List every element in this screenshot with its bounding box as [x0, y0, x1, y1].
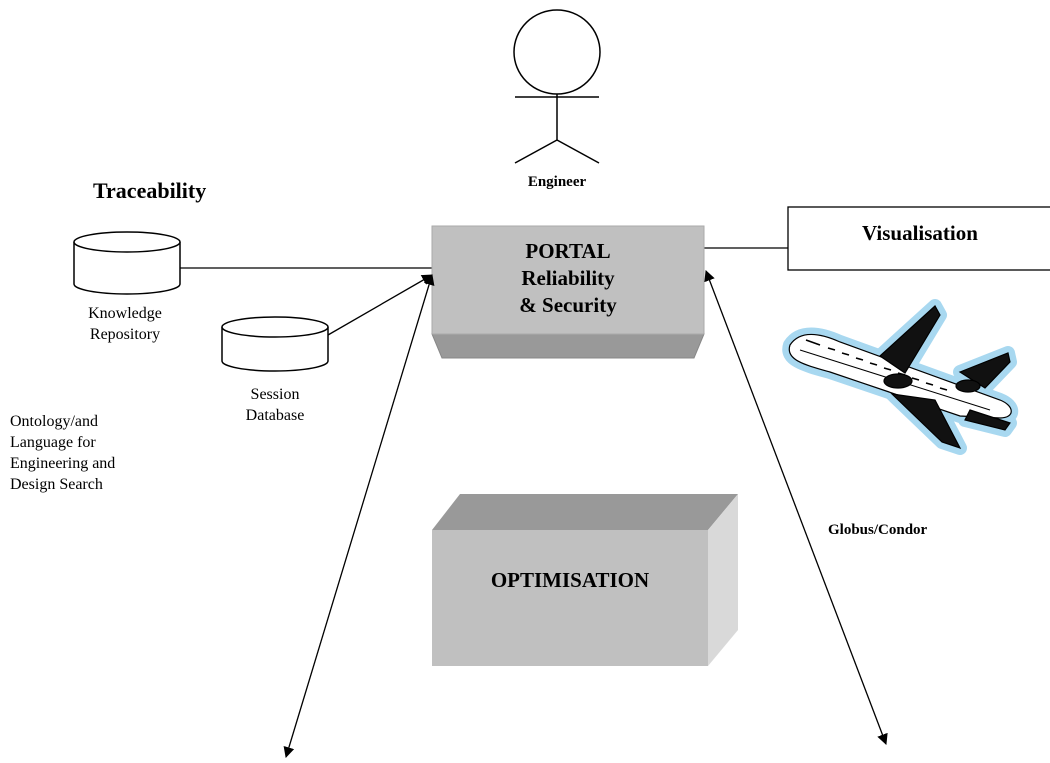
engineer-stick-figure-icon	[513, 9, 601, 164]
traceability-heading: Traceability	[93, 178, 207, 203]
portal-subtitle-reliability: Reliability	[521, 266, 615, 290]
globus-condor-link-arrow	[704, 269, 888, 746]
portal-subtitle-security: & Security	[519, 293, 617, 317]
portal-box	[431, 225, 705, 359]
visualisation-box	[787, 206, 1050, 271]
optimisation-link-left-arrow	[283, 273, 435, 759]
visualisation-label: Visualisation	[862, 221, 978, 245]
optimisation-label: OPTIMISATION	[490, 568, 650, 592]
portal-title: PORTAL	[525, 239, 611, 263]
ontology-note: Ontology/and Language for Engineering an…	[10, 413, 116, 493]
engineer-label: Engineer	[527, 174, 587, 190]
airplane-icon	[782, 299, 1019, 455]
knowledge-repository-label: Knowledge Repository	[88, 305, 162, 343]
portal-label: PORTAL Reliability & Security	[432, 238, 704, 319]
globus-condor-label: Globus/Condor	[828, 522, 928, 538]
session-database-icon	[221, 316, 329, 372]
session-database-label: Session Database	[245, 386, 305, 424]
knowledge-repository-database-icon	[73, 231, 181, 295]
